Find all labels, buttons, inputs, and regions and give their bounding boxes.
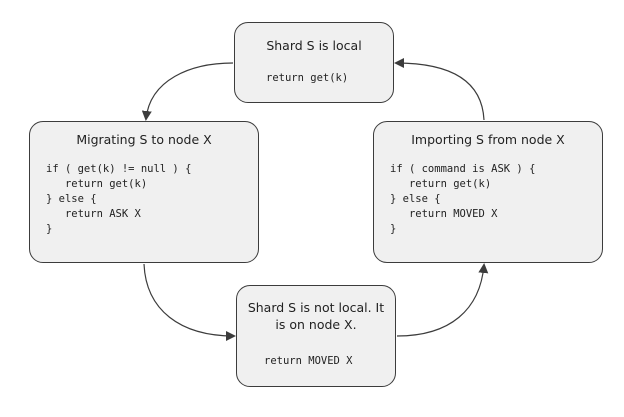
- node-code: if ( command is ASK ) { return get(k) } …: [390, 163, 536, 235]
- state-node-migrating: Migrating S to node X if ( get(k) != nul…: [29, 121, 259, 263]
- edge-importing-to-local: [394, 58, 485, 121]
- edge-migrating-to-notlocal: [143, 263, 236, 341]
- node-title: Shard S is local: [266, 38, 362, 53]
- state-node-shard-local: Shard S is local return get(k): [234, 22, 394, 103]
- node-title: Importing S from node X: [411, 132, 565, 147]
- node-code: if ( get(k) != null ) { return get(k) } …: [46, 163, 192, 235]
- node-code: return MOVED X: [264, 355, 353, 367]
- state-node-shard-not-local: Shard S is not local. It is on node X. r…: [236, 285, 396, 387]
- node-title: Migrating S to node X: [76, 132, 212, 147]
- edge-local-to-migrating: [141, 62, 234, 121]
- node-code: return get(k): [266, 72, 349, 84]
- edge-notlocal-to-importing: [396, 263, 489, 337]
- node-title: Shard S is not local. It is on node X.: [247, 300, 385, 332]
- state-node-importing: Importing S from node X if ( command is …: [373, 121, 603, 263]
